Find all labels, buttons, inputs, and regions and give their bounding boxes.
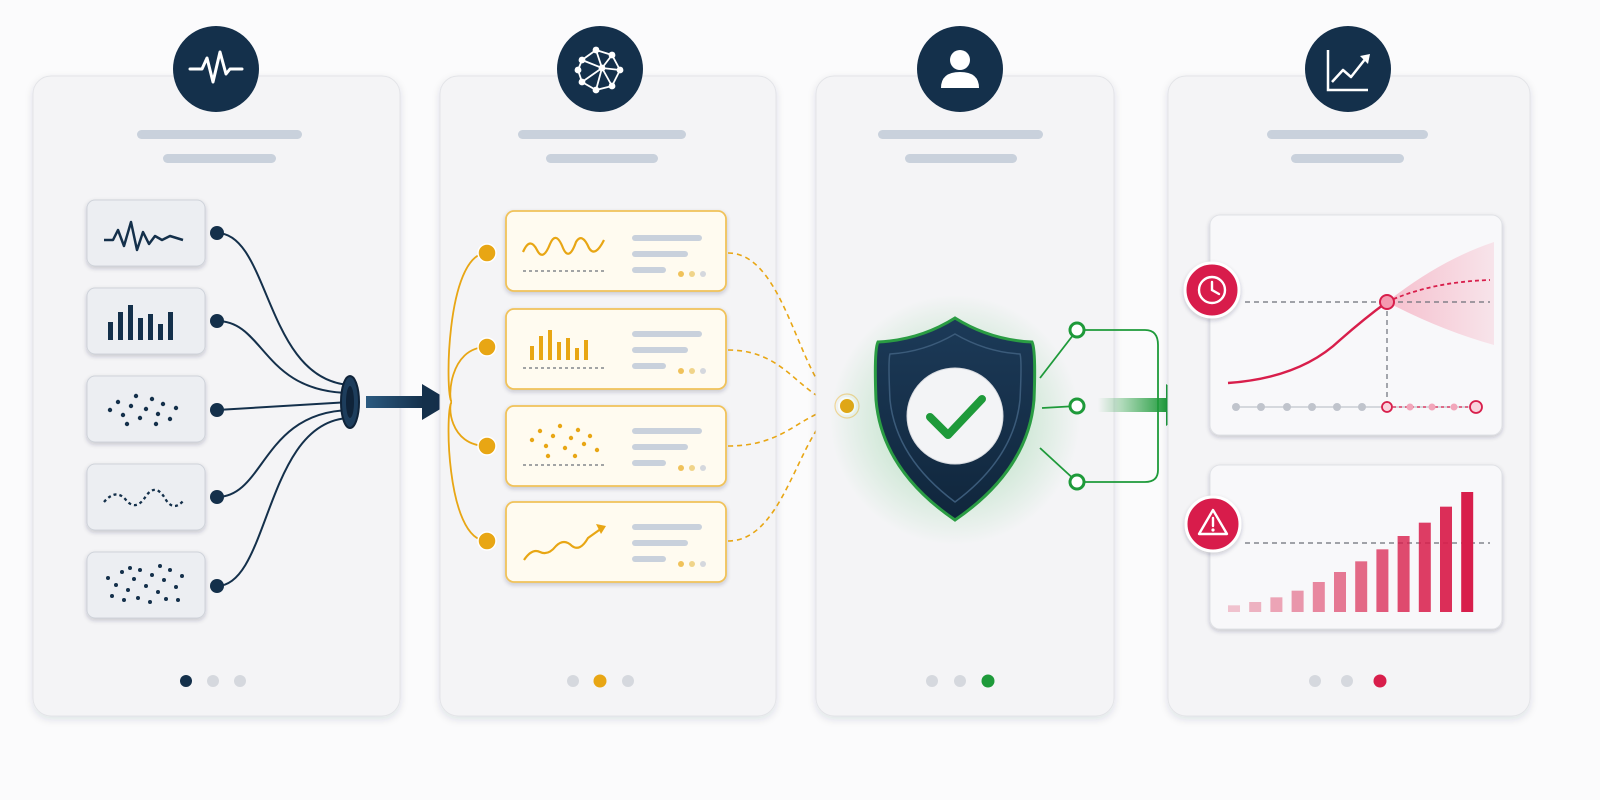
- subtitle-placeholder: [1291, 154, 1404, 163]
- alert-bar: [1355, 561, 1368, 612]
- analysis-card-scatter: [505, 405, 727, 487]
- stage-panel-collect: [32, 26, 452, 717]
- title-placeholder: [878, 130, 1043, 139]
- input-source-dense-scatter: [86, 551, 206, 619]
- input-source-scatter: [86, 375, 206, 443]
- trend-chart-icon: [1305, 26, 1391, 112]
- stage-panel-verify: [815, 26, 1196, 717]
- pagination-dots: [926, 674, 995, 688]
- amber-waveform-icon: [521, 236, 605, 256]
- alert-bar: [1312, 582, 1325, 612]
- pagination-dots: [180, 675, 246, 687]
- dotted-wave-icon: [103, 488, 185, 508]
- amber-scatter-icon: [529, 423, 600, 459]
- subtitle-placeholder: [905, 154, 1017, 163]
- input-source-wave-dotted: [86, 463, 206, 531]
- analysis-input-connectors: [447, 252, 488, 542]
- connector-nodes: [210, 226, 224, 593]
- input-source-waveform: [86, 199, 206, 267]
- stage-panel-analyze: [439, 26, 847, 717]
- pulse-icon: [173, 26, 259, 112]
- projected-trend-line: [1386, 279, 1491, 303]
- timeline-ticks: [1232, 403, 1366, 411]
- clock-icon: [1183, 261, 1241, 319]
- subtitle-placeholder: [163, 154, 276, 163]
- alert-bar: [1376, 549, 1389, 612]
- analysis-nodes: [477, 243, 497, 551]
- analysis-card-waveform: [505, 210, 727, 292]
- alert-bar: [1249, 602, 1262, 612]
- shield-check-icon: [873, 316, 1037, 522]
- alert-bar: [1334, 572, 1346, 612]
- timeline-chart-card: [1183, 214, 1503, 436]
- stage-panel-forecast: [1167, 26, 1531, 717]
- future-timeline-ticks: [1381, 400, 1483, 414]
- warning-icon: [1184, 495, 1242, 553]
- forecast-cone: [1387, 242, 1494, 345]
- analysis-card-trend: [505, 501, 727, 583]
- alert-bar: [1228, 605, 1240, 612]
- funnel-icon: [340, 375, 452, 429]
- amber-bar-chart-icon: [530, 330, 588, 360]
- alert-bar: [1270, 597, 1283, 612]
- alert-bar: [1440, 506, 1452, 612]
- alert-bar: [1291, 590, 1304, 612]
- amber-trend-icon: [523, 524, 606, 561]
- pagination-dots: [1309, 674, 1387, 688]
- title-placeholder: [518, 130, 686, 139]
- analysis-card-bar: [505, 308, 727, 390]
- actual-trend-line: [1227, 301, 1388, 385]
- alert-bars: [1228, 492, 1474, 612]
- neural-network-icon: [557, 26, 643, 112]
- alert-bar: [1418, 522, 1431, 612]
- scatter-icon: [107, 393, 179, 427]
- input-source-bar: [86, 287, 206, 355]
- verify-output-nodes: [1068, 321, 1086, 491]
- input-connectors: [216, 232, 351, 587]
- dense-scatter-icon: [106, 564, 184, 604]
- bar-chart-icon: [108, 305, 173, 340]
- threshold-point: [1379, 294, 1395, 310]
- alert-chart-card: [1184, 464, 1503, 630]
- subtitle-placeholder: [546, 154, 658, 163]
- alert-bar: [1397, 536, 1410, 612]
- alert-bar: [1461, 492, 1474, 612]
- title-placeholder: [1267, 130, 1428, 139]
- user-icon: [917, 26, 1003, 112]
- pagination-dots: [567, 674, 634, 688]
- title-placeholder: [137, 130, 302, 139]
- waveform-icon: [104, 220, 184, 252]
